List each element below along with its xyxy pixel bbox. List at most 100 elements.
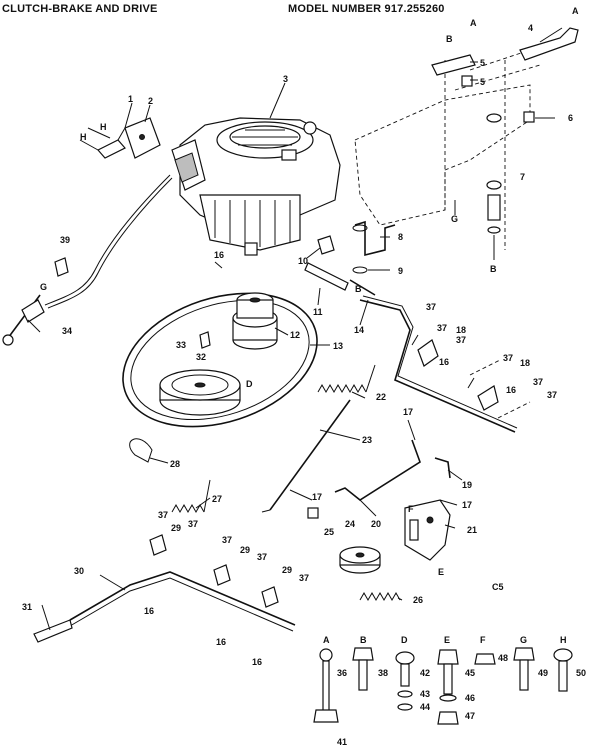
bracket-part-8	[352, 220, 396, 274]
fastener-chart	[313, 647, 573, 725]
clip-part-28	[129, 438, 153, 463]
diagram-title: CLUTCH-BRAKE AND DRIVE	[2, 3, 158, 15]
model-number: MODEL NUMBER 917.255260	[288, 3, 445, 15]
callout-11: 11	[313, 307, 323, 317]
callout-22: 22	[376, 392, 386, 402]
upper-right-hardware	[431, 27, 579, 260]
drive-belt-part-13	[122, 292, 318, 428]
leader-lines	[27, 27, 563, 631]
callout-34: 34	[62, 326, 72, 336]
callout-25: 25	[324, 527, 334, 537]
reference-letters: B A A G B H H G B D F E A B D E F G H	[40, 6, 579, 645]
callout-16d: 16	[144, 606, 154, 616]
letter-f-bracket: F	[408, 504, 414, 514]
callout-37i: 37	[222, 535, 232, 545]
callout-1: 1	[128, 94, 133, 104]
callout-37d: 37	[503, 353, 513, 363]
transmission-pulley-part-33	[159, 369, 241, 416]
callout-9: 9	[398, 266, 403, 276]
callout-37e: 37	[533, 377, 543, 387]
letter-b: B	[360, 635, 367, 645]
callout-30-label: 30	[74, 566, 84, 576]
callout-16a: 16	[214, 250, 224, 260]
letter-h-1: H	[100, 122, 107, 132]
callout-21: 21	[467, 525, 477, 535]
callout-2: 2	[148, 96, 153, 106]
callout-37f: 37	[547, 390, 557, 400]
idler-pulley-part-24	[339, 546, 381, 574]
letter-g-handle: G	[40, 282, 47, 292]
throttle-cable	[44, 174, 171, 306]
callout-17a: 17	[403, 407, 413, 417]
callout-47: 47	[465, 711, 475, 721]
callout-37b: 37	[437, 323, 447, 333]
letter-g-frame: G	[451, 214, 458, 224]
bushing-parts-right	[411, 334, 531, 419]
callout-36: 36	[337, 668, 347, 678]
rod-part-11	[304, 262, 349, 291]
letter-g: G	[520, 635, 527, 645]
letter-d: D	[401, 635, 408, 645]
callout-12: 12	[290, 330, 300, 340]
lower-brackets-29	[149, 534, 279, 608]
callout-37j: 37	[257, 552, 267, 562]
callout-38: 38	[378, 668, 388, 678]
callout-31: 31	[22, 602, 32, 612]
callout-17b: 17	[312, 492, 322, 502]
callout-29c: 29	[282, 565, 292, 575]
letter-b-frame: B	[490, 264, 497, 274]
callout-43: 43	[420, 689, 430, 699]
callout-19: 19	[462, 480, 472, 490]
callout-17c: 17	[462, 500, 472, 510]
callout-44: 44	[420, 702, 430, 712]
callout-5b: 5	[480, 77, 485, 87]
control-lever-part-34	[2, 257, 69, 346]
callout-32: 32	[196, 352, 206, 362]
letter-a-top: A	[470, 18, 477, 28]
callout-26: 26	[413, 595, 423, 605]
fitting-part-10	[317, 235, 335, 255]
callout-3: 3	[283, 74, 288, 84]
callout-46: 46	[465, 693, 475, 703]
belt-keeper-part-32	[199, 331, 211, 349]
clutch-bracket-part-1-2	[79, 117, 161, 159]
callout-50: 50	[576, 668, 586, 678]
callout-13: 13	[333, 341, 343, 351]
callout-41: 41	[337, 737, 347, 747]
letter-a: A	[323, 635, 330, 645]
clutch-rod-part-14	[349, 279, 518, 433]
engine-pulley-part-12	[232, 292, 278, 350]
rod-part-23	[269, 399, 351, 511]
side-code: C5	[492, 582, 504, 592]
spring-part-26	[359, 591, 401, 602]
bolt-part-25	[307, 507, 319, 519]
callout-24: 24	[345, 519, 355, 529]
letter-h: H	[560, 635, 567, 645]
letter-f: F	[480, 635, 486, 645]
letter-d-pulley: D	[246, 379, 253, 389]
spring-part-22	[317, 364, 376, 394]
callout-18a: 18	[456, 325, 466, 335]
callout-39: 39	[60, 235, 70, 245]
callout-37k: 37	[299, 573, 309, 583]
letter-e-bracket: E	[438, 567, 444, 577]
callout-6: 6	[568, 113, 573, 123]
letter-h-2: H	[80, 132, 87, 142]
callout-42: 42	[420, 668, 430, 678]
callout-29b: 29	[240, 545, 250, 555]
callout-37a: 37	[426, 302, 436, 312]
callout-29a: 29	[171, 523, 181, 533]
callout-37c: 37	[456, 335, 466, 345]
callout-7: 7	[520, 172, 525, 182]
callout-16f: 16	[252, 657, 262, 667]
engine	[171, 117, 341, 256]
letter-b-rod: B	[355, 284, 362, 294]
letter-e: E	[444, 635, 450, 645]
rod-part-20	[334, 419, 421, 501]
callout-8: 8	[398, 232, 403, 242]
callout-33: 33	[176, 340, 186, 350]
letter-b-top: B	[446, 34, 453, 44]
callout-23: 23	[362, 435, 372, 445]
callout-45: 45	[465, 668, 475, 678]
